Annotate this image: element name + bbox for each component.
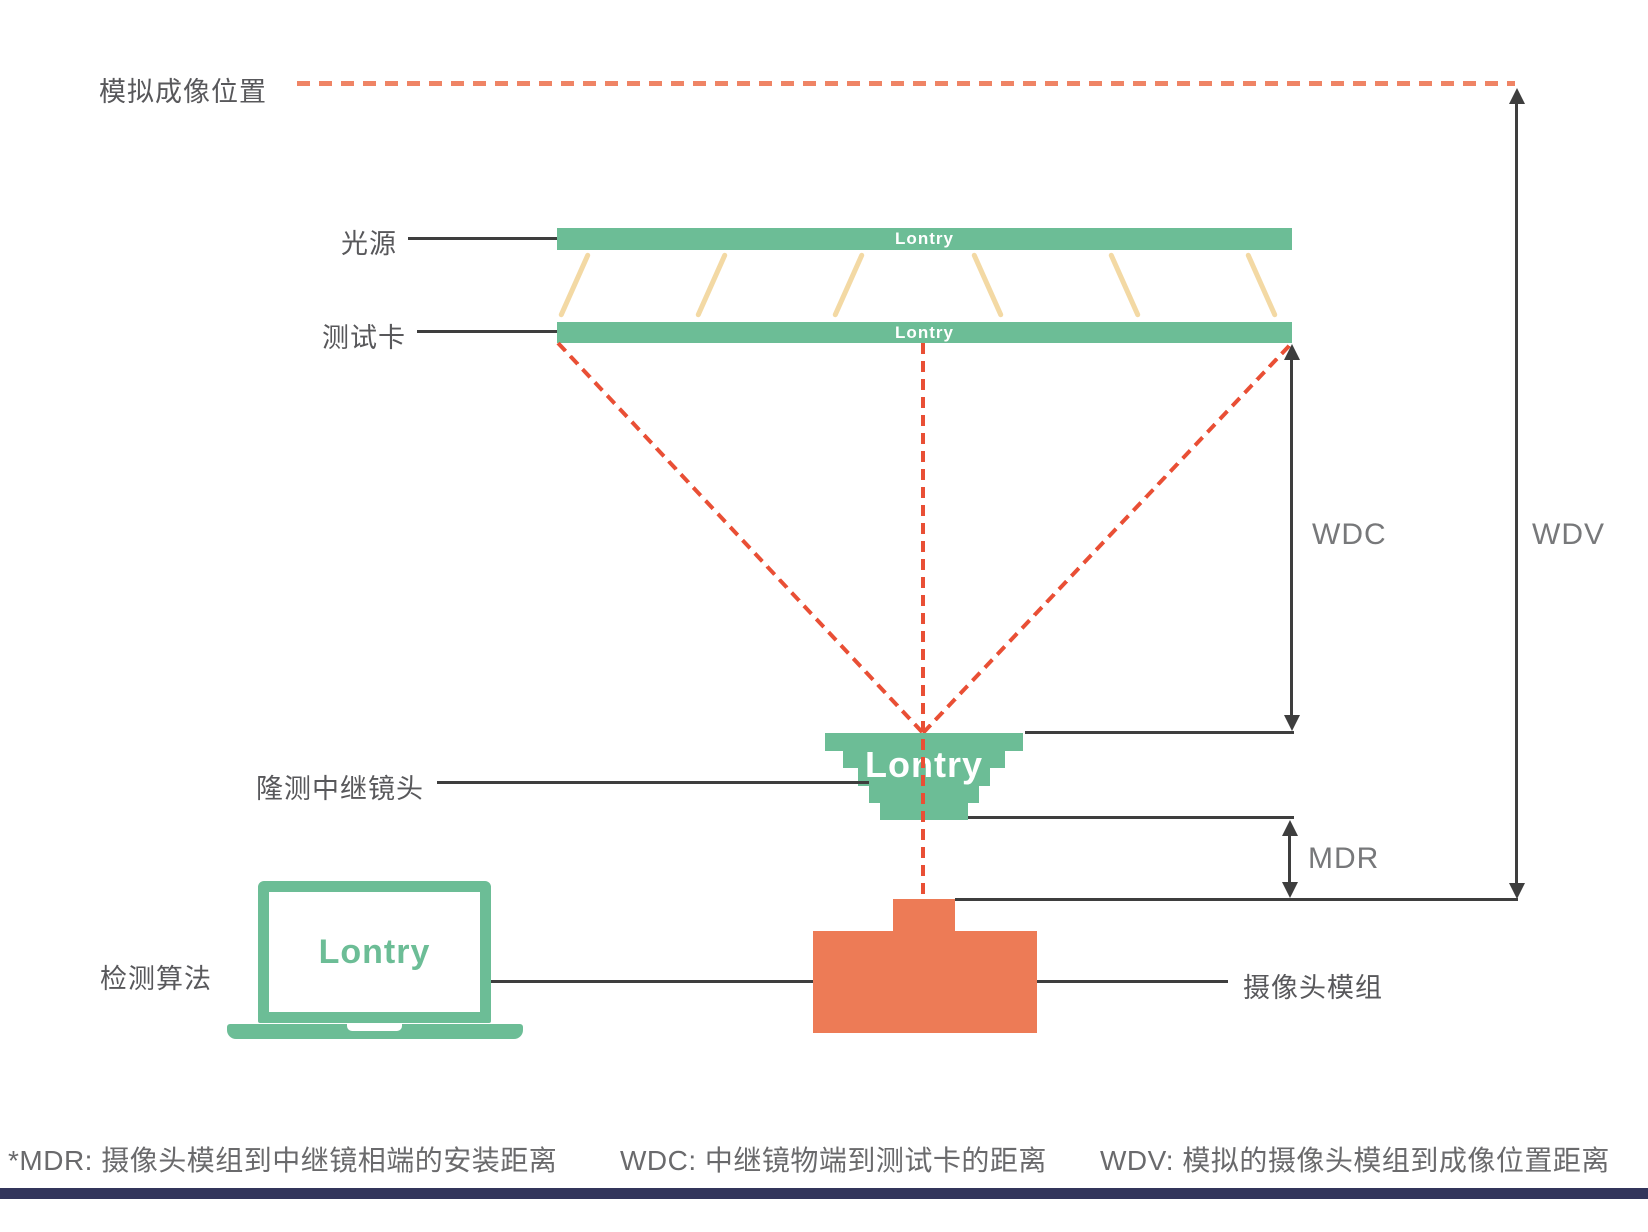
light-ray <box>1107 252 1142 318</box>
wdc-arrow <box>1290 354 1293 720</box>
wdc-arrow <box>1284 715 1300 731</box>
legend-mdr: *MDR: 摄像头模组到中继镜相端的安装距离 <box>8 1145 558 1176</box>
camera-module-nub <box>893 899 955 932</box>
light-ray <box>831 252 866 318</box>
imaging-position-dotted-line <box>297 81 1515 86</box>
light-ray <box>694 252 729 318</box>
wdc-arrow <box>1284 344 1300 360</box>
relay-lens-label: 隆测中继镜头 <box>256 774 424 804</box>
test-card-bar-brand: Lontry <box>895 322 954 342</box>
camera-top-reference-line <box>955 898 1518 901</box>
relay-lens-connector <box>437 781 869 784</box>
detection-algorithm-label: 检测算法 <box>100 964 212 994</box>
light-source-label: 光源 <box>341 229 397 259</box>
lens-top-reference-line <box>1025 731 1294 734</box>
mdr-arrow <box>1288 830 1291 887</box>
mdr-arrow <box>1282 882 1298 898</box>
light-ray <box>557 252 592 318</box>
test-card-label: 测试卡 <box>322 323 406 353</box>
wdc-label: WDC <box>1312 518 1387 551</box>
light-source-bar-brand: Lontry <box>895 229 954 248</box>
legend-wdv: WDV: 模拟的摄像头模组到成像位置距离 <box>1100 1145 1610 1176</box>
laptop-screen: Lontry <box>258 881 491 1023</box>
cone-left-dashed-line <box>556 341 925 735</box>
test-card-bar: Lontry <box>557 322 1292 343</box>
mdr-arrow <box>1282 820 1298 836</box>
cone-right-dashed-line <box>921 341 1294 735</box>
camera-module-label: 摄像头模组 <box>1243 973 1383 1003</box>
light-ray <box>1244 252 1279 318</box>
camera-module-connector <box>1037 980 1228 983</box>
laptop-camera-connector <box>491 980 813 983</box>
footer-divider-bar <box>0 1188 1648 1199</box>
legend-wdc: WDC: 中继镜物端到测试卡的距离 <box>620 1145 1047 1176</box>
imaging-position-label: 模拟成像位置 <box>99 77 267 107</box>
laptop-base-notch <box>347 1024 402 1031</box>
lens-bottom-reference-line <box>968 816 1294 819</box>
wdv-arrow <box>1509 883 1525 899</box>
camera-module-body <box>813 931 1037 1033</box>
wdv-arrow <box>1509 88 1525 104</box>
laptop-base <box>227 1024 523 1039</box>
test-card-connector <box>417 330 557 333</box>
wdv-arrow <box>1515 98 1518 889</box>
light-ray <box>970 252 1005 318</box>
laptop-brand: Lontry <box>318 932 431 971</box>
optical-axis-dashed-line <box>921 343 925 900</box>
light-source-connector <box>408 237 557 240</box>
wdv-label: WDV <box>1532 518 1605 551</box>
light-source-bar: Lontry <box>557 228 1292 250</box>
mdr-label: MDR <box>1308 842 1380 875</box>
